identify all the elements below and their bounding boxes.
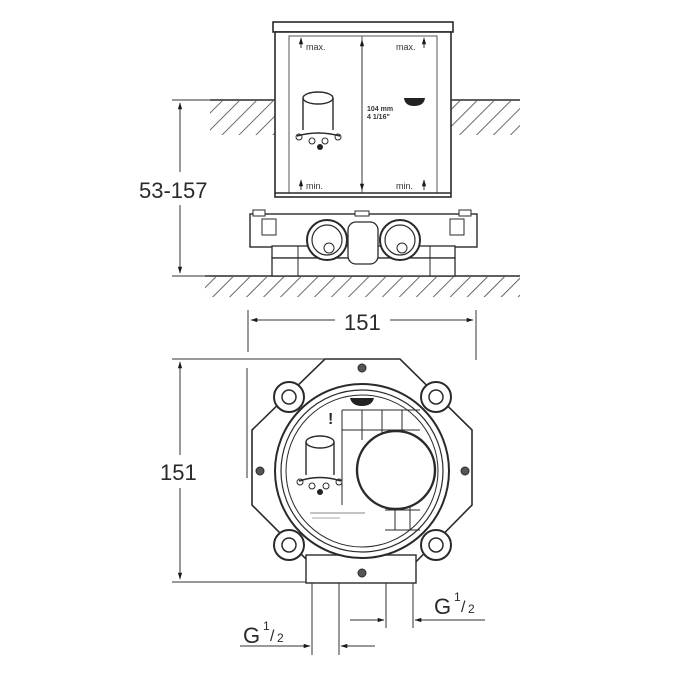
right-thread-label: G 1 / 2 [434, 590, 475, 619]
mounting-base [249, 209, 478, 277]
corner-lugs [273, 381, 452, 561]
svg-text:/: / [461, 599, 466, 616]
max-label-right: max. [396, 42, 416, 52]
svg-text:2: 2 [468, 602, 475, 616]
brand-logo-icon [404, 98, 425, 106]
floor-hatch [205, 275, 520, 297]
warning-icon: ! [328, 411, 333, 428]
min-label-left: min. [306, 181, 323, 191]
depth-label-in: 4 1/16" [367, 114, 390, 121]
left-thread-label: G 1 / 2 [243, 619, 284, 648]
width-dimension: 151 [247, 310, 477, 360]
side-view: max. max. min. min. 104 mm 4 1/16" [139, 21, 520, 297]
top-view: 151 151 [160, 310, 485, 655]
width-label: 151 [344, 310, 381, 335]
svg-text:1: 1 [263, 619, 270, 633]
connection-dimensions [240, 583, 485, 655]
svg-text:1: 1 [454, 590, 461, 604]
cartridge-icon [295, 91, 342, 150]
max-label-left: max. [306, 42, 326, 52]
height-range-label: 53-157 [139, 178, 208, 203]
brand-logo-top-icon [350, 398, 374, 406]
svg-text:2: 2 [277, 631, 284, 645]
svg-text:G: G [243, 623, 260, 648]
valve-opening [355, 429, 437, 511]
wall-surface-hatch [210, 99, 520, 135]
svg-text:G: G [434, 594, 451, 619]
installation-box-side: max. max. min. min. 104 mm 4 1/16" [272, 21, 454, 198]
height-range-dimension: 53-157 [139, 99, 210, 277]
min-label-right: min. [396, 181, 413, 191]
height-label: 151 [160, 460, 197, 485]
depth-label-mm: 104 mm [367, 106, 393, 113]
svg-text:/: / [270, 628, 275, 645]
cartridge-top-icon [296, 435, 343, 495]
